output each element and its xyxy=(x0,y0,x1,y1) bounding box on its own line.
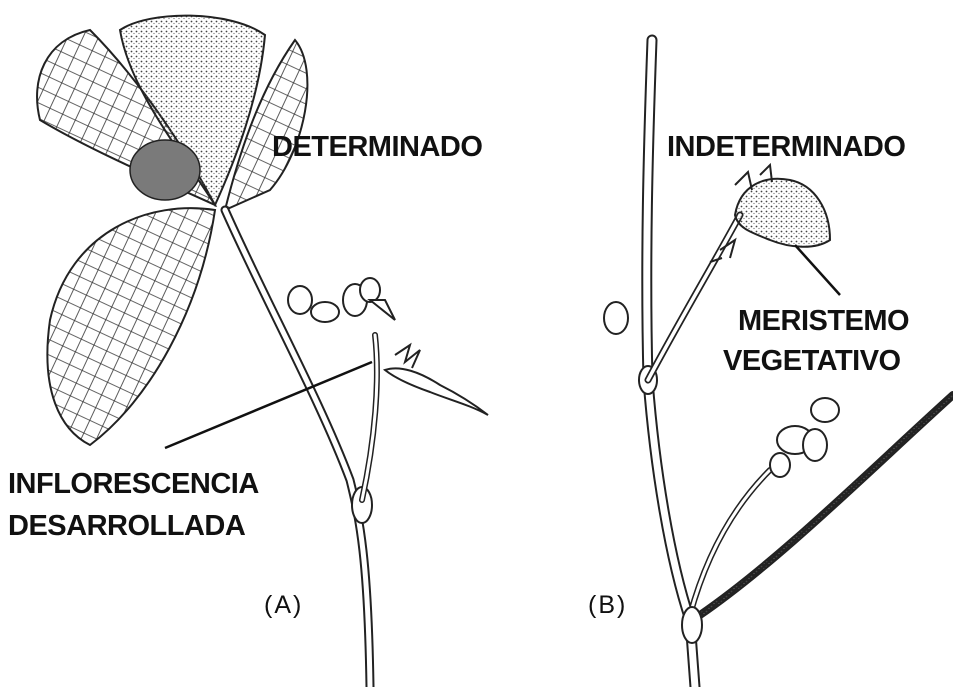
terminal-inflorescence-a xyxy=(130,140,200,200)
plant-a-determinate xyxy=(37,16,488,687)
label-vegetativo: VEGETATIVO xyxy=(723,347,901,376)
panel-tag-a: (A) xyxy=(264,593,303,618)
pod-a xyxy=(385,368,488,415)
leader-line-meristem xyxy=(795,245,840,295)
flowers-a xyxy=(288,278,395,322)
label-determinado: DETERMINADO xyxy=(272,133,482,162)
flowers-b xyxy=(770,398,839,477)
panel-tag-b: (B) xyxy=(588,593,627,618)
node-b-lower xyxy=(682,607,702,643)
leader-line-inflorescence xyxy=(165,362,372,448)
flower-b-left xyxy=(604,302,628,334)
label-meristemo: MERISTEMO xyxy=(738,307,909,336)
leaf-a-lower xyxy=(47,208,215,445)
label-desarrollada: DESARROLLADA xyxy=(8,512,245,541)
label-inflorescencia: INFLORESCENCIA xyxy=(8,470,259,499)
vegetative-meristem xyxy=(735,179,830,247)
label-indeterminado: INDETERMINADO xyxy=(667,133,905,162)
